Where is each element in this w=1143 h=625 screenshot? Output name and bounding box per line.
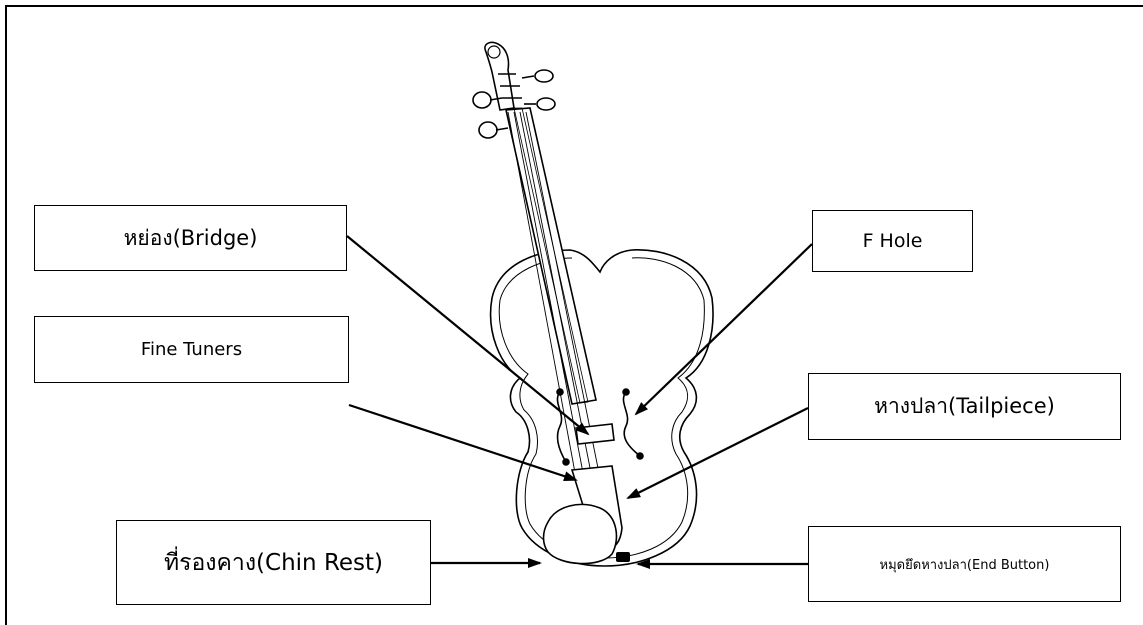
fine-tuners-label-text: Fine Tuners — [140, 339, 243, 360]
f-hole-label: F Hole — [812, 210, 973, 272]
tailpiece-label-text: หางปลา(Tailpiece) — [874, 394, 1055, 418]
f-hole-label-text: F Hole — [862, 230, 923, 252]
end-button-label: หมุดยึดหางปลา(End Button) — [808, 526, 1121, 602]
fine-tuners-leader-line — [348, 403, 578, 482]
bridge-leader-line — [346, 235, 590, 436]
leader-lines — [346, 235, 813, 569]
bridge-label: หย่อง(Bridge) — [34, 205, 347, 271]
end-button-label-text: หมุดยึดหางปลา(End Button) — [879, 557, 1050, 573]
violin-chin-rest — [542, 503, 618, 565]
tailpiece-leader-line — [626, 407, 809, 499]
violin-bridge — [575, 423, 615, 445]
chin-rest-label-text: ที่รองคาง(Chin Rest) — [163, 549, 384, 576]
chin-rest-label: ที่รองคาง(Chin Rest) — [116, 520, 431, 605]
diagram-frame — [5, 5, 1143, 625]
f-hole-leader-line — [634, 243, 813, 416]
violin-end-button — [616, 552, 630, 562]
bridge-label-text: หย่อง(Bridge) — [123, 225, 258, 250]
violin-scroll — [472, 41, 556, 139]
tailpiece-label: หางปลา(Tailpiece) — [808, 373, 1121, 440]
violin-strings — [507, 111, 601, 479]
fine-tuners-label: Fine Tuners — [34, 316, 349, 383]
f-holes — [556, 388, 644, 466]
